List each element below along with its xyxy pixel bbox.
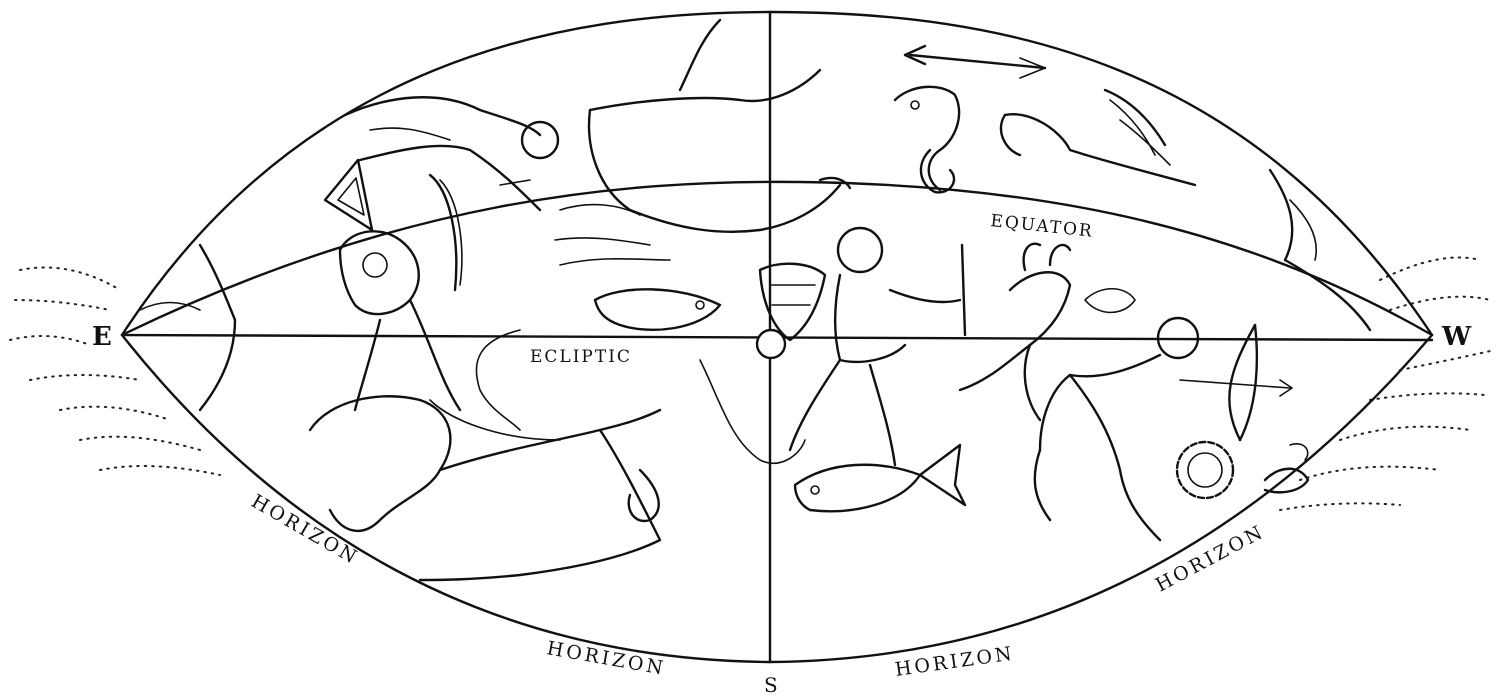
west-edge-figure-icon [1268, 168, 1372, 332]
equator-label: EQUATOR [989, 211, 1094, 242]
east-label: E [92, 322, 112, 352]
horizon-label-south-right: HORIZON [894, 642, 1016, 681]
triangle-icon [323, 158, 374, 232]
delphinus-dolphin-icon [893, 85, 961, 194]
horizon-mist-east [9, 266, 221, 476]
sagitta-arrow-icon [903, 44, 1047, 79]
andromeda-figure-icon [343, 96, 560, 212]
aries-ram-icon [338, 230, 462, 412]
capricornus-goat-icon [958, 242, 1072, 422]
aquarius-water-bearer-icon [699, 226, 967, 467]
piscis-austrinus-fish-icon [793, 443, 967, 513]
south-shell-icon [1263, 443, 1310, 494]
cetus-sea-monster-icon [308, 395, 662, 582]
pisces-fish-icon [428, 173, 722, 431]
sagittarius-archer-icon [1033, 288, 1293, 542]
equator-arc [120, 180, 1434, 337]
horizon-mist-west [1279, 256, 1496, 511]
pegasus-horse-icon [554, 18, 852, 266]
east-edge-figure-icon [139, 243, 237, 412]
aquila-eagle-icon [999, 88, 1197, 187]
ecliptic-label: ECLIPTIC [530, 347, 632, 367]
corona-australis-wreath-icon [1175, 440, 1235, 500]
water-urn-icon [758, 262, 827, 342]
horizon-label-southeast: HORIZON [248, 490, 363, 569]
west-label: W [1441, 322, 1472, 352]
sun-marker-icon [755, 328, 787, 360]
south-label: S [764, 673, 778, 697]
horizon-upper-arc [120, 10, 1434, 337]
horizon-label-south-left: HORIZON [545, 637, 667, 680]
